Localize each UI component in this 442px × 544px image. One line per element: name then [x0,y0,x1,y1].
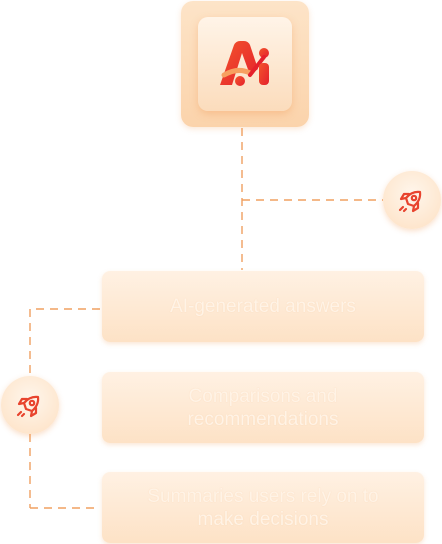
answer-box-label: AI-generated answers [170,296,356,317]
answer-box-comparisons: Comparisons and recommendations [102,372,424,443]
answer-box-label: Summaries users rely on to make decision… [147,485,379,530]
ai-logo-icon [220,41,269,86]
rocket-badge-top [383,171,441,229]
ai-logo-tile [181,1,309,127]
answer-box-label: Comparisons and recommendations [187,385,339,430]
answer-box-summaries: Summaries users rely on to make decision… [102,472,424,543]
rocket-badge-left [1,376,59,434]
rocket-icon [16,395,40,418]
rocket-icon [398,190,422,213]
ai-logo-inner [198,17,292,111]
answer-box-ai-generated: AI-generated answers [102,271,424,342]
